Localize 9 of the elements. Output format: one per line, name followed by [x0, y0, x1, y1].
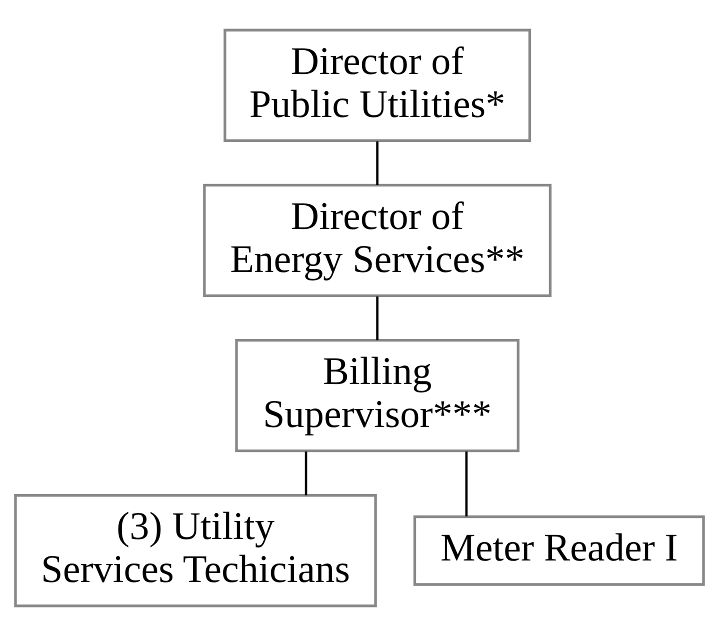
- node-box: Meter Reader I: [413, 515, 705, 586]
- node-box: Billing Supervisor***: [235, 338, 520, 452]
- connector: [465, 452, 468, 516]
- node-box: (3) Utility Services Techicians: [14, 494, 377, 608]
- connector: [376, 141, 378, 186]
- connector: [304, 452, 308, 496]
- connector: [376, 296, 378, 340]
- node-box: Director of Energy Services**: [203, 184, 552, 298]
- node-box: Director of Public Utilities*: [224, 28, 532, 142]
